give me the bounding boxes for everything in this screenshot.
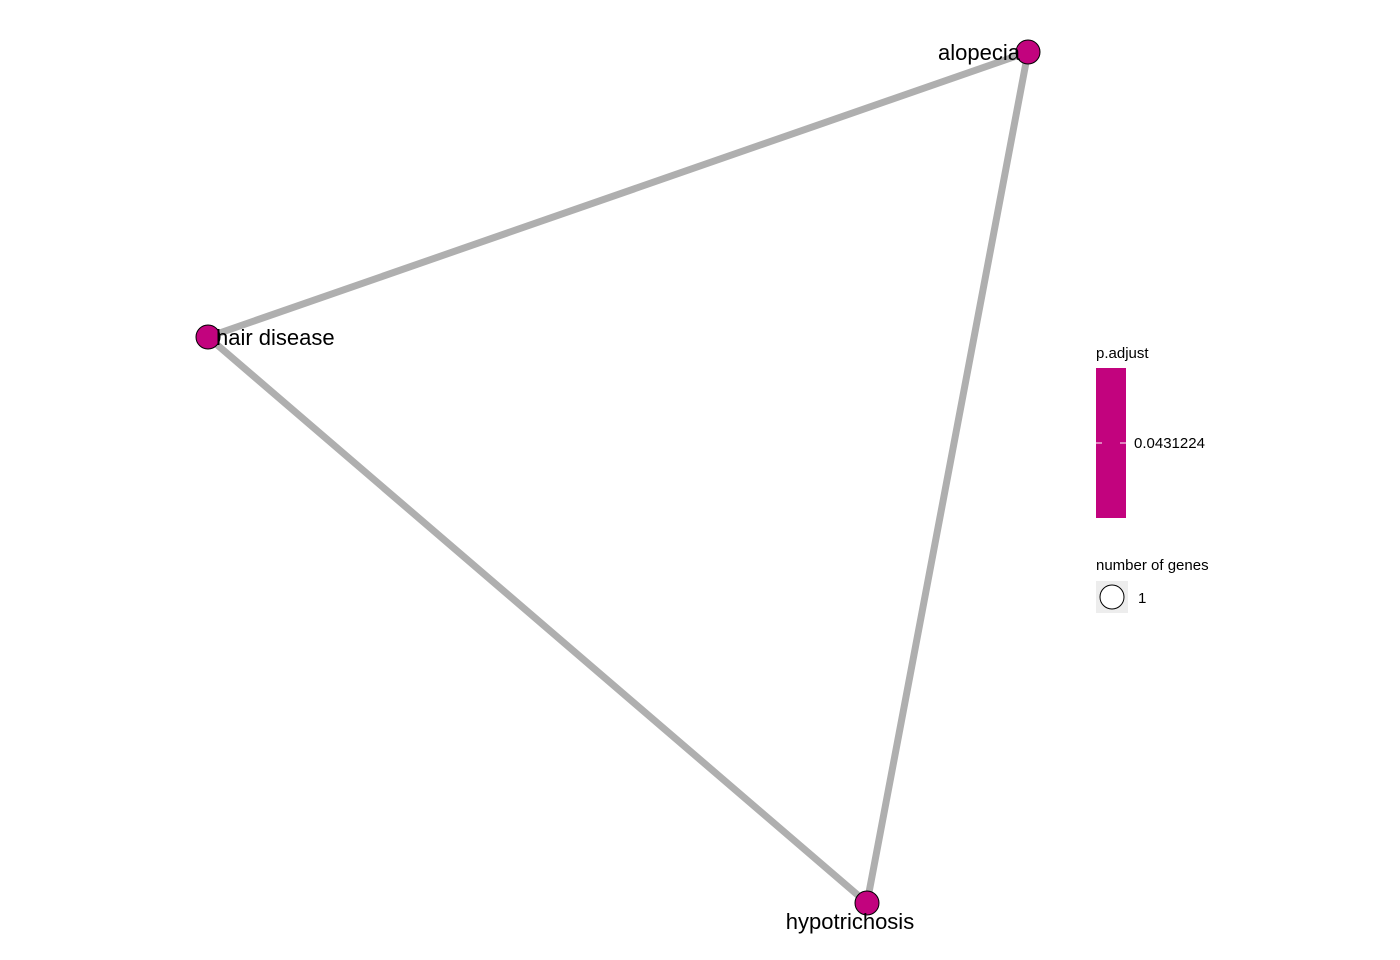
nodes-layer: [195, 39, 1041, 916]
edges-layer: [204, 48, 1032, 907]
legend-color-title: p.adjust: [1096, 345, 1149, 362]
edge-alopecia-hair-disease: [204, 48, 1032, 341]
node-hypotrichosis[interactable]: [854, 890, 880, 916]
legend-size-circle: [1099, 584, 1125, 610]
legend-color-value: 0.0431224: [1134, 435, 1205, 452]
labels-layer: alopecia hair disease hypotrichosis: [216, 40, 1021, 934]
legend-size-title: number of genes: [1096, 557, 1209, 574]
node-label-hypotrichosis: hypotrichosis: [786, 909, 914, 934]
node-label-hair-disease: hair disease: [216, 325, 335, 350]
legend-size-value: 1: [1138, 590, 1146, 607]
edge-hair-disease-hypotrichosis: [204, 333, 871, 907]
node-alopecia[interactable]: [1015, 39, 1041, 65]
legend: p.adjust 0.0431224 number of genes 1: [1096, 345, 1209, 613]
node-label-alopecia: alopecia: [938, 40, 1021, 65]
node-hair-disease[interactable]: [195, 324, 221, 350]
edge-alopecia-hypotrichosis: [863, 48, 1032, 907]
